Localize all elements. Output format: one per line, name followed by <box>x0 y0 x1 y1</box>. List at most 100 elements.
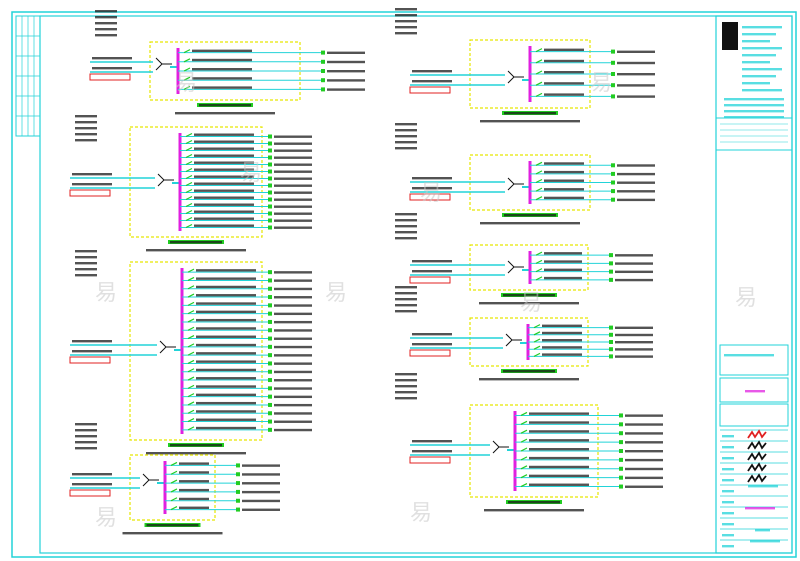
load-parameter-text <box>395 385 417 388</box>
panel-caption <box>480 222 580 225</box>
circuit-end-marker <box>609 253 613 258</box>
circuit-breaker-symbol <box>533 352 541 357</box>
circuit-breaker-spec <box>529 448 589 451</box>
circuit-end-marker <box>268 141 272 146</box>
panel-4 <box>69 423 280 535</box>
incoming-feeder-label <box>72 350 112 353</box>
circuit-breaker-symbol <box>520 483 528 488</box>
circuit-breaker-symbol <box>170 479 178 484</box>
circuit-load-description <box>274 156 312 159</box>
signature-label <box>722 501 734 504</box>
panel-9 <box>395 373 663 512</box>
circuit-end-marker <box>268 319 272 324</box>
circuit-end-marker <box>321 69 325 73</box>
circuit-breaker-symbol <box>187 301 195 306</box>
load-parameter-text <box>75 274 97 277</box>
panel-name <box>503 370 555 373</box>
scale-value <box>755 529 770 532</box>
circuit-breaker-symbol <box>187 268 195 273</box>
watermark-glyph: 易 <box>325 281 347 306</box>
circuit-breaker-spec <box>194 133 254 136</box>
circuit-load-description <box>617 61 655 65</box>
circuit-load-description <box>617 181 655 184</box>
circuit-load-description <box>625 441 663 444</box>
load-parameter-text <box>395 14 417 17</box>
signature-label <box>722 435 734 438</box>
circuit-load-description <box>274 354 312 357</box>
company-info-text <box>742 61 770 64</box>
incoming-feeder-label <box>412 80 452 83</box>
company-info-text <box>742 82 770 85</box>
company-info-text <box>742 33 776 36</box>
signature-label <box>722 512 734 515</box>
project-info-text <box>724 110 784 113</box>
ats-switch-symbol <box>159 340 176 354</box>
incoming-feeder-label <box>72 473 112 476</box>
circuit-breaker-symbol <box>187 285 195 290</box>
circuit-end-marker <box>611 163 615 168</box>
load-parameter-text <box>75 447 97 450</box>
circuit-breaker-spec <box>544 48 584 51</box>
load-parameter-text <box>75 441 97 444</box>
circuit-breaker-spec <box>179 506 209 509</box>
panel-caption <box>480 120 580 123</box>
circuit-breaker-spec <box>529 412 589 415</box>
circuit-load-description <box>615 355 653 358</box>
circuit-breaker-spec <box>179 488 209 492</box>
signature-mark <box>747 440 767 450</box>
circuit-breaker-spec <box>542 353 582 356</box>
circuit-end-marker <box>268 176 272 181</box>
circuit-end-marker <box>268 328 272 333</box>
circuit-load-description <box>274 412 312 415</box>
panel-name <box>504 214 556 217</box>
circuit-breaker-spec <box>194 147 254 150</box>
circuit-load-description <box>615 333 653 337</box>
circuit-breaker-symbol <box>187 384 195 389</box>
circuit-breaker-spec <box>192 77 252 80</box>
circuit-end-marker <box>611 197 615 202</box>
company-info-text <box>742 89 782 92</box>
circuit-end-marker <box>268 278 272 283</box>
circuit-breaker-symbol <box>185 195 193 201</box>
project-info-text <box>724 116 784 119</box>
circuit-load-description <box>274 287 312 291</box>
signature-label <box>722 545 734 548</box>
circuit-breaker-spec <box>196 285 256 289</box>
circuit-end-marker <box>268 155 272 160</box>
load-parameter-text <box>395 26 417 29</box>
circuit-breaker-symbol <box>170 470 178 475</box>
incoming-cable-label-box <box>69 489 111 497</box>
circuit-breaker-spec <box>196 327 256 330</box>
project-info-text <box>724 104 784 107</box>
circuit-end-marker <box>609 332 613 337</box>
circuit-end-marker <box>268 190 272 195</box>
load-parameter-text <box>395 304 417 307</box>
circuit-breaker-symbol <box>535 92 543 97</box>
circuit-end-marker <box>268 134 272 139</box>
circuit-breaker-symbol <box>187 376 195 381</box>
circuit-end-marker <box>268 162 272 167</box>
load-parameter-text <box>395 213 417 216</box>
panel-caption <box>479 378 579 381</box>
company-info-text <box>742 26 782 29</box>
circuit-breaker-spec <box>196 318 256 322</box>
circuit-load-description <box>274 387 312 390</box>
circuit-breaker-symbol <box>185 153 193 159</box>
watermark-glyph: 易 <box>95 281 117 306</box>
circuit-breaker-symbol <box>185 181 193 187</box>
panel-name <box>503 294 555 297</box>
circuit-breaker-spec <box>544 188 584 191</box>
ats-switch-symbol <box>142 473 159 487</box>
circuit-end-marker <box>268 183 272 188</box>
ats-switch-symbol <box>507 70 524 84</box>
load-parameter-text <box>75 262 97 265</box>
ats-switch-symbol <box>505 333 522 347</box>
circuit-end-marker <box>268 218 272 223</box>
signature-label <box>722 490 734 493</box>
circuit-breaker-symbol <box>520 456 528 461</box>
circuit-breaker-symbol <box>170 506 178 511</box>
load-parameter-text <box>395 32 417 35</box>
company-info-text <box>742 40 770 43</box>
circuit-breaker-spec <box>544 196 584 200</box>
incoming-feeder-label <box>412 260 452 263</box>
